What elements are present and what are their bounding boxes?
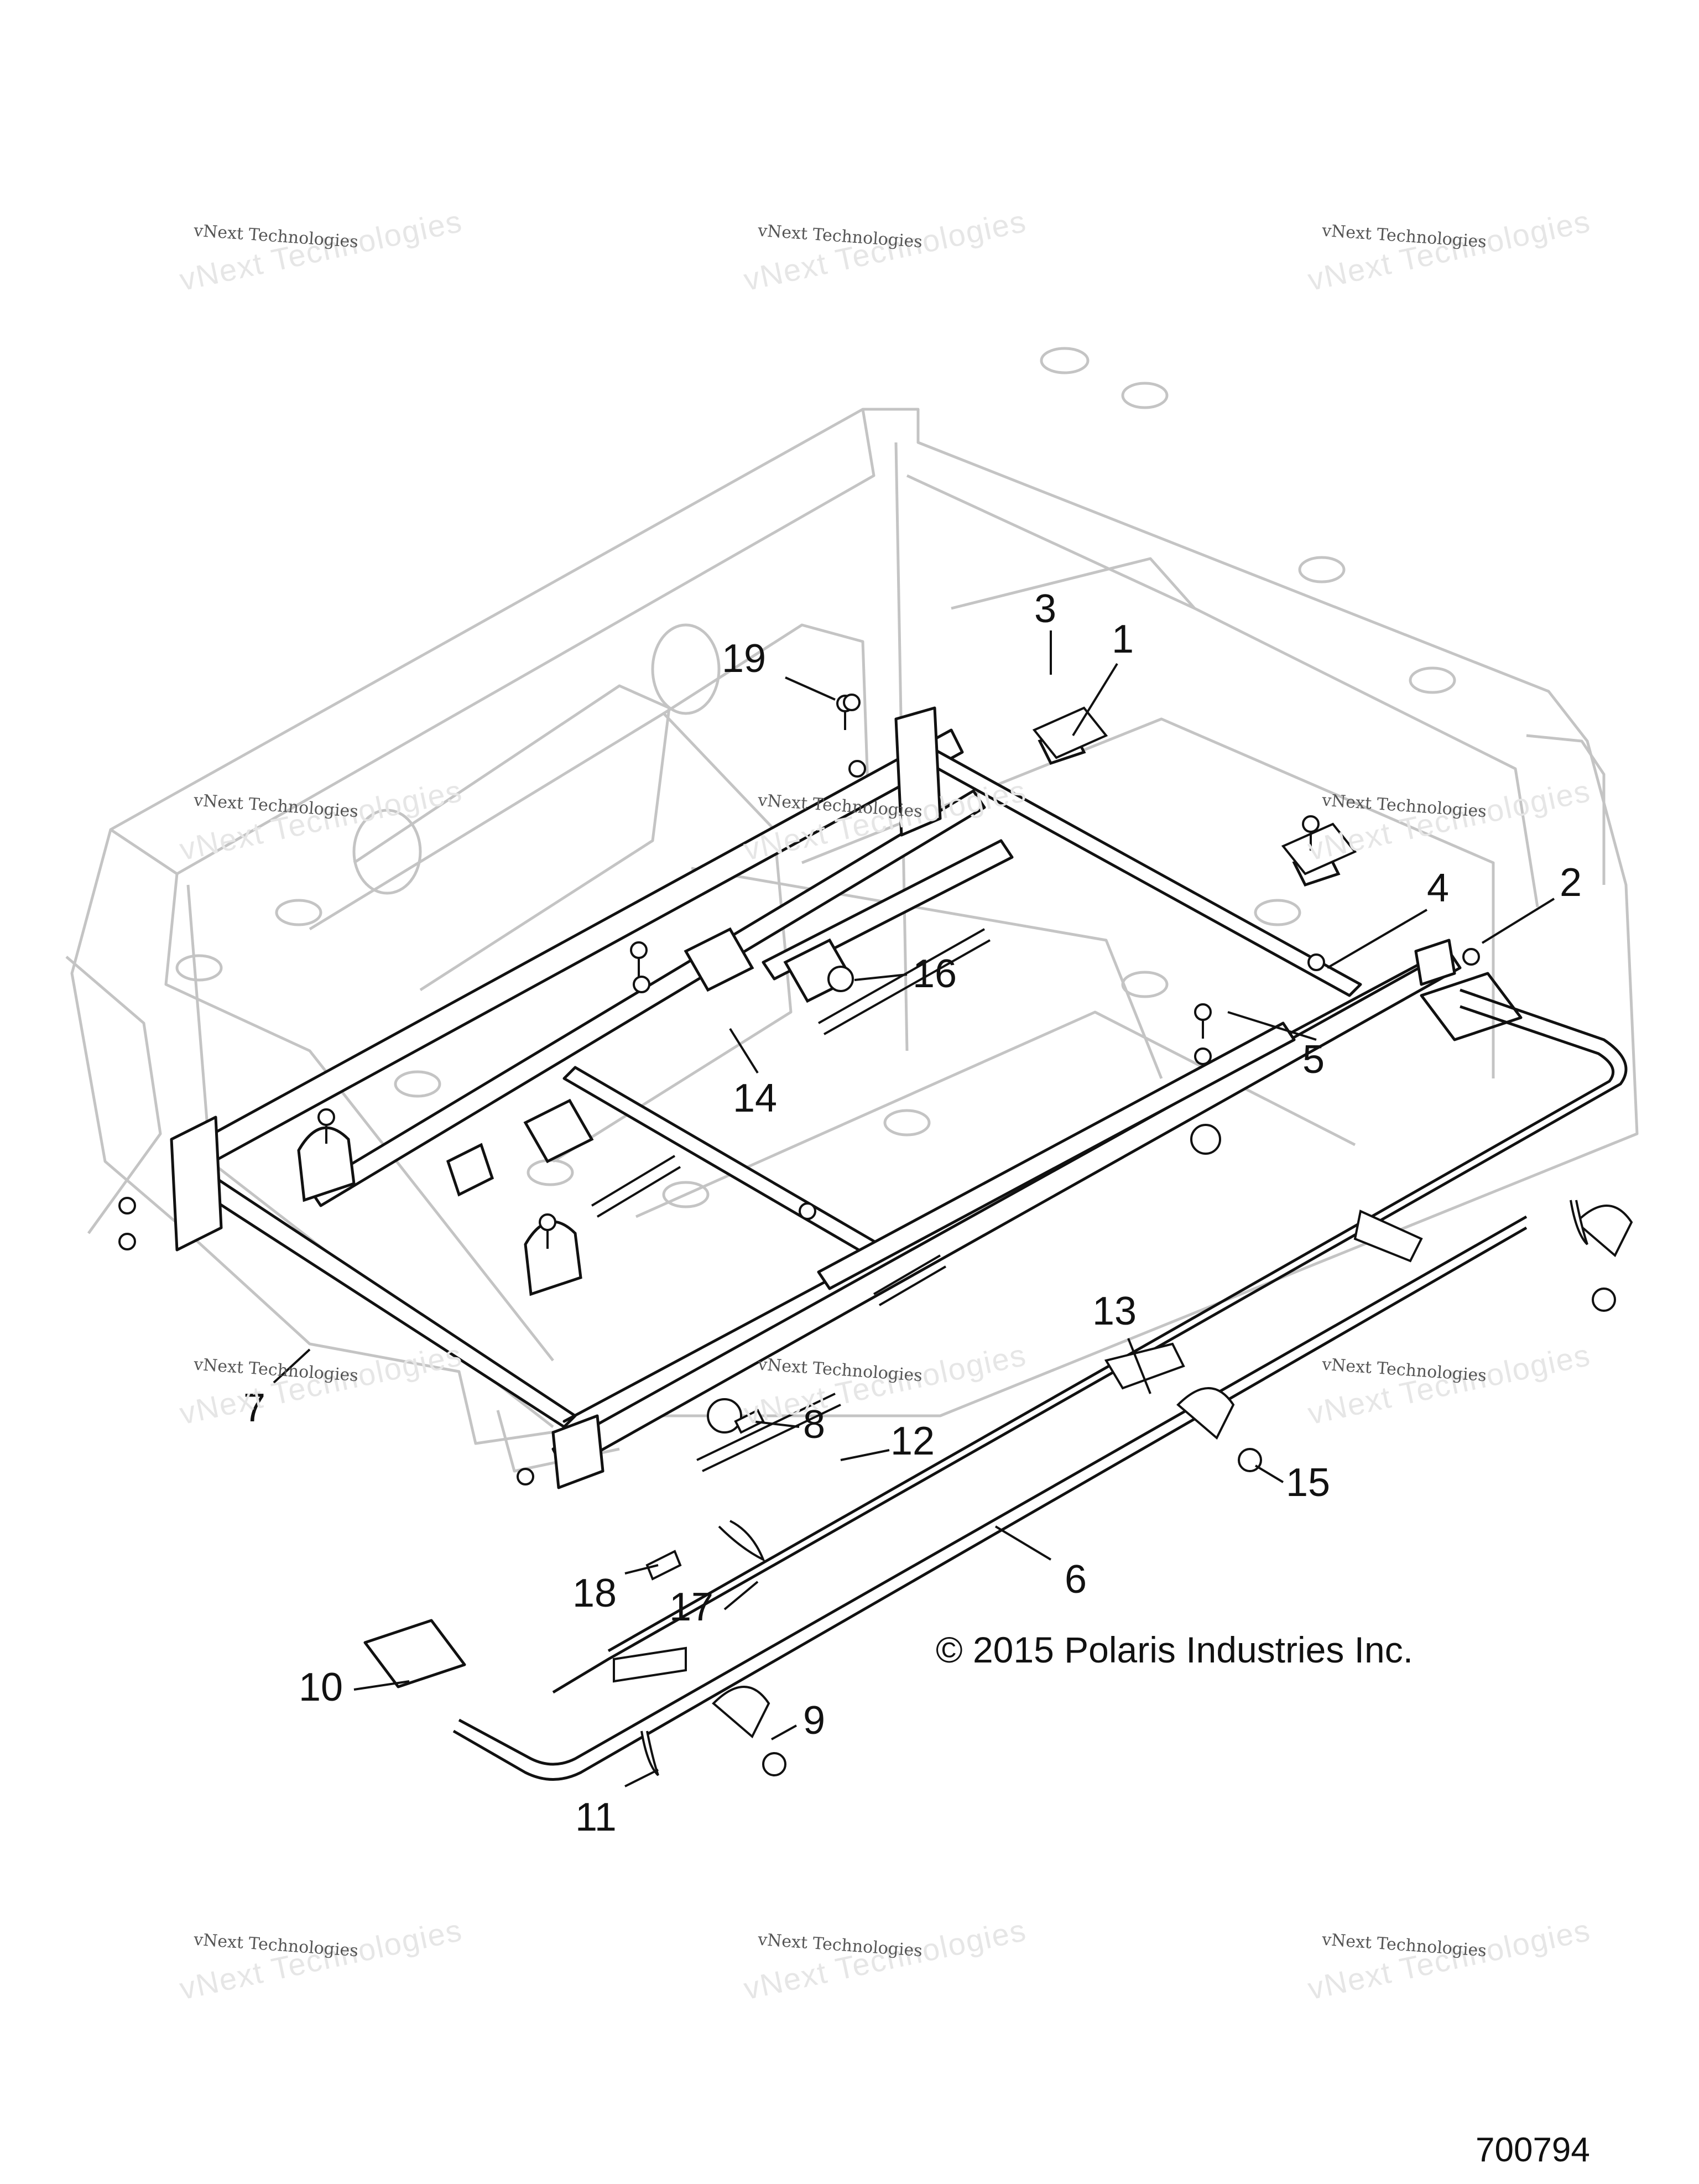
- callout-11: 11: [575, 1795, 617, 1839]
- callout-8: 8: [803, 1403, 825, 1447]
- callout-12: 12: [890, 1419, 935, 1463]
- callout-5: 5: [1302, 1038, 1325, 1082]
- callout-16: 16: [913, 952, 957, 996]
- callout-4: 4: [1427, 866, 1449, 910]
- callout-9: 9: [803, 1698, 825, 1743]
- release-rod: [363, 972, 1628, 1781]
- callout-7: 7: [243, 1386, 265, 1430]
- callout-10: 10: [299, 1665, 343, 1709]
- callout-2: 2: [1560, 861, 1582, 905]
- leader-lines: [273, 630, 1555, 1787]
- callout-14: 14: [733, 1076, 777, 1120]
- copyright-notice: © 2015 Polaris Industries Inc.: [936, 1629, 1414, 1670]
- hardware-parts: [591, 706, 1633, 1776]
- cargo-frame: [170, 706, 1462, 1489]
- callout-15: 15: [1286, 1461, 1330, 1505]
- callout-13: 13: [1092, 1289, 1137, 1333]
- cargo-box-holes: [175, 347, 1456, 1208]
- callout-17: 17: [669, 1585, 713, 1629]
- callout-labels: 1 2 3 4 5 6 7 8 9 10 11 12 13 14 15 16 1…: [243, 587, 1582, 1839]
- callout-1: 1: [1112, 617, 1134, 661]
- document-id: 700794: [1476, 2131, 1590, 2169]
- bolts: [118, 694, 1480, 1485]
- callout-18: 18: [572, 1571, 617, 1615]
- callout-19: 19: [722, 637, 766, 681]
- callout-3: 3: [1034, 587, 1056, 631]
- callout-6: 6: [1065, 1557, 1087, 1602]
